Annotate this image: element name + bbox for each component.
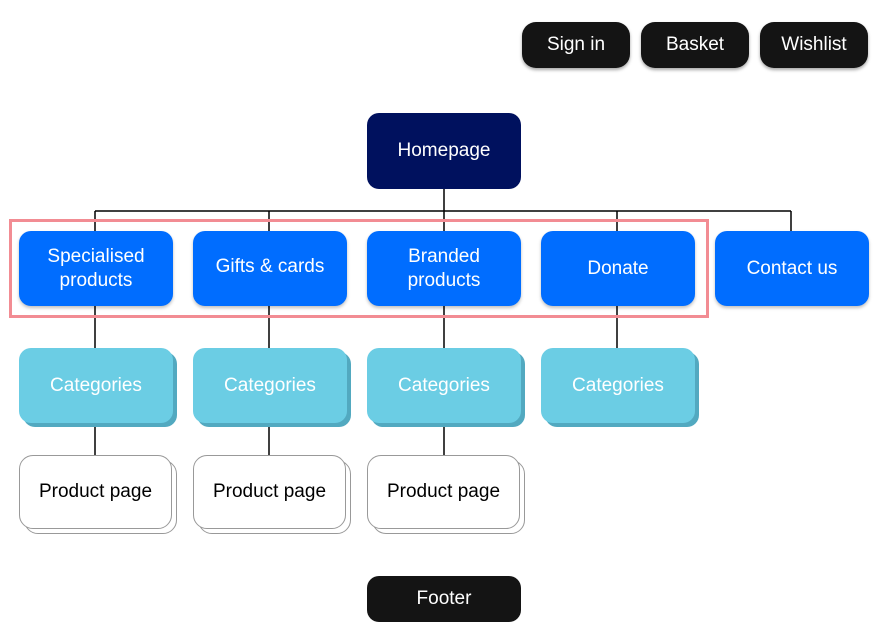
section-specialised-products[interactable]: Specialised products [19,231,173,306]
section-label: Gifts & cards [215,256,325,277]
categories-node-1[interactable]: Categories [19,348,173,423]
footer-node[interactable]: Footer [367,576,521,622]
section-contact-us[interactable]: Contact us [715,231,869,306]
homepage-node[interactable]: Homepage [367,113,521,189]
wishlist-button[interactable]: Wishlist [760,22,868,68]
sign-in-button[interactable]: Sign in [522,22,630,68]
basket-button[interactable]: Basket [641,22,749,68]
section-label-line1: Branded [408,245,480,267]
section-branded-products[interactable]: Branded products [367,231,521,306]
highlight-box [9,219,709,318]
product-page-node-3[interactable]: Product page [367,455,520,529]
categories-node-2[interactable]: Categories [193,348,347,423]
section-label-line2: products [407,269,481,291]
categories-node-3[interactable]: Categories [367,348,521,423]
product-page-node-2[interactable]: Product page [193,455,346,529]
product-page-node-1[interactable]: Product page [19,455,172,529]
section-label: Contact us [746,257,838,279]
categories-node-4[interactable]: Categories [541,348,695,423]
section-donate[interactable]: Donate [541,231,695,306]
section-label-line2: products [59,269,133,291]
section-label: Donate [587,257,649,279]
section-label-line1: Specialised [47,245,145,267]
section-gifts-cards[interactable]: Gifts & cards [193,231,347,306]
